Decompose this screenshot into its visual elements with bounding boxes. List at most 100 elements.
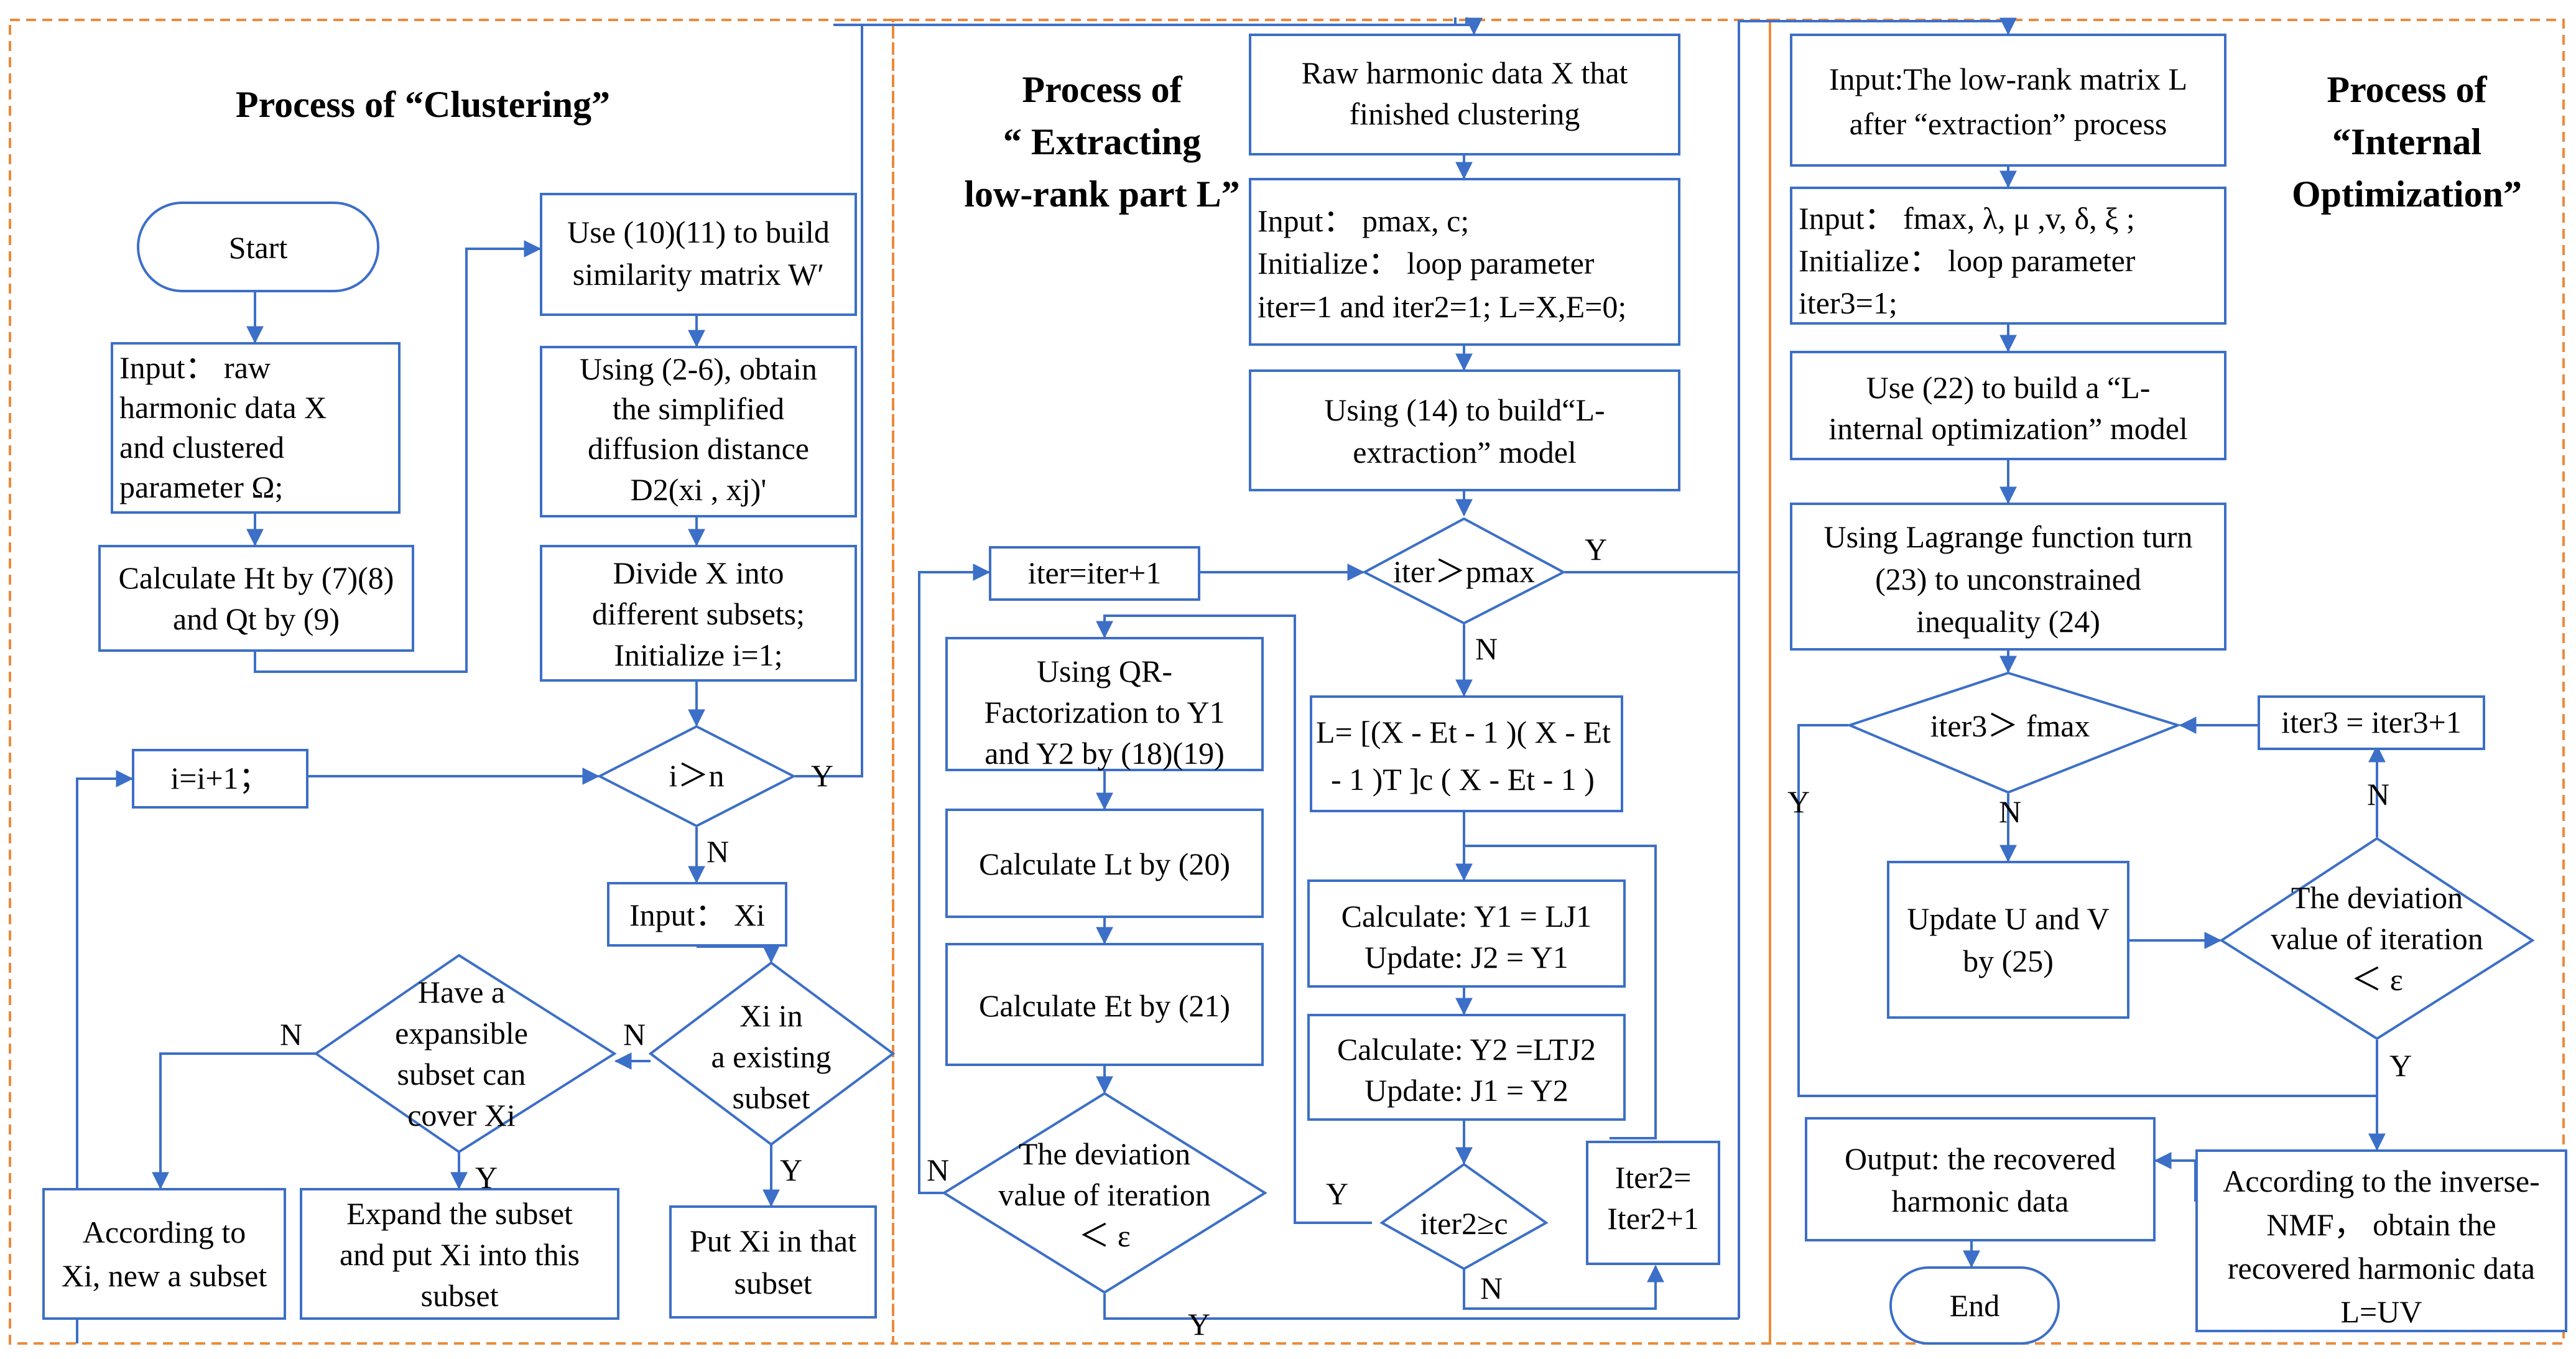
calculate-et-box: [945, 943, 1264, 1066]
update-uv-box: [1887, 861, 2129, 1019]
raw-input-line-3: and clustered: [119, 430, 284, 465]
i-greater-n-decision: [596, 725, 797, 828]
internal-model-line-2: internal optimization” model: [1828, 411, 2188, 446]
y2-update-box: [1307, 1014, 1626, 1121]
l-extraction-line-2: extraction” model: [1353, 435, 1577, 470]
internal-deviation-yes-label: Y: [2389, 1048, 2412, 1083]
lagrange-box: [1790, 503, 2226, 651]
extracting-section-border: [892, 19, 1771, 1345]
raw-clustered-data-box: [1249, 34, 1680, 155]
expansible-no-label: N: [280, 1017, 302, 1052]
internal-deviation-line-1: The deviation: [2291, 880, 2463, 915]
extracting-title-line-2: “ Extracting: [1003, 121, 1201, 162]
new-subset-line-2: Xi, new a subset: [62, 1258, 267, 1293]
xi-existing-line-3: subset: [733, 1080, 810, 1115]
l-formula-box: [1310, 695, 1623, 812]
iter3-no-label: N: [1999, 794, 2021, 829]
calculate-h-line-2: and Qt by (9): [173, 601, 340, 636]
iter2-increment-line-2: Iter2+1: [1607, 1201, 1699, 1236]
iter2-no-label: N: [1480, 1271, 1503, 1306]
expand-subset-line-1: Expand the subset: [346, 1196, 573, 1231]
inverse-nmf-line-1: According to the inverse-: [2223, 1164, 2540, 1199]
l-formula-line-1: L= [(X - Et - 1 )( X - Et: [1316, 715, 1611, 749]
divide-subsets-box: [540, 545, 857, 682]
internal-title-line-2: “Internal: [2332, 121, 2481, 162]
lagrange-line-2: (23) to unconstrained: [1875, 562, 2141, 596]
expand-subset-line-3: subset: [421, 1278, 499, 1313]
iter3-increment-box: [2258, 695, 2485, 750]
i-greater-n-label: i＞n: [669, 758, 725, 793]
xi-existing-line-2: a existing: [711, 1039, 831, 1074]
internal-section-border: [1769, 19, 2565, 1345]
diffusion-line-3: diffusion distance: [588, 431, 809, 466]
iter2-increment-line-1: Iter2=: [1615, 1160, 1692, 1195]
low-rank-input-line-1: Input:The low-rank matrix L: [1829, 62, 2187, 96]
start-terminator: [137, 202, 379, 292]
xi-existing-no-label: N: [623, 1017, 646, 1052]
lagrange-line-3: inequality (24): [1916, 604, 2100, 639]
qr-line-2: Factorization to Y1: [985, 695, 1225, 730]
new-subset-line-1: According to: [83, 1215, 246, 1250]
end-terminator: [1889, 1266, 2060, 1345]
y1-line-2: Update: J2 = Y1: [1364, 940, 1568, 975]
divide-line-3: Initialize i=1;: [614, 638, 782, 672]
low-rank-input-box: [1790, 34, 2226, 167]
xi-in-existing-decision: [648, 961, 896, 1146]
extract-params-line-2: Initialize： loop parameter: [1258, 246, 1595, 281]
expansible-line-4: cover Xi: [407, 1098, 516, 1133]
calculate-h-box: [98, 545, 414, 652]
extract-deviation-line-2: value of iteration: [998, 1177, 1211, 1212]
iter-greater-pmax-decision: [1361, 517, 1567, 625]
internal-model-line-1: Use (22) to build a “L-: [1866, 370, 2151, 405]
iter3-yes-label: Y: [1787, 784, 1810, 819]
extracting-title-line-1: Process of: [1022, 69, 1182, 110]
extract-params-line-1: Input： pmax, c;: [1258, 203, 1469, 238]
inverse-nmf-box: [2195, 1149, 2567, 1332]
lagrange-line-1: Using Lagrange function turn: [1824, 519, 2193, 554]
y2-line-2: Update: J1 = Y2: [1364, 1073, 1568, 1108]
extracting-title-line-3: low-rank part L”: [964, 174, 1239, 215]
similarity-line-2: similarity matrix W′: [573, 257, 824, 292]
output-box: [1805, 1117, 2156, 1241]
iter2-yes-label: Y: [1326, 1176, 1348, 1211]
similarity-line-1: Use (10)(11) to build: [567, 215, 830, 249]
input-xi-box: [607, 882, 787, 947]
expansible-yes-label: Y: [475, 1160, 498, 1195]
y2-line-1: Calculate: Y2 =LTJ2: [1337, 1032, 1596, 1067]
iter-pmax-label: iter＞pmax: [1393, 554, 1535, 589]
extract-params-line-3: iter=1 and iter2=1; L=X,E=0;: [1258, 289, 1626, 324]
xi-existing-yes-label: Y: [780, 1153, 802, 1187]
end-label: End: [1950, 1288, 2000, 1323]
internal-deviation-no-label: N: [2367, 777, 2389, 812]
low-rank-input-line-2: after “extraction” process: [1850, 106, 2167, 141]
similarity-matrix-box: [540, 193, 857, 316]
l-extraction-model-box: [1249, 369, 1680, 491]
diffusion-line-2: the simplified: [613, 391, 784, 426]
output-line-2: harmonic data: [1892, 1184, 2069, 1218]
diffusion-distance-box: [540, 346, 857, 517]
internal-deviation-decision: [2219, 837, 2535, 1041]
i-greater-n-yes-label: Y: [811, 758, 833, 793]
start-label: Start: [229, 230, 288, 265]
iter3-fmax-decision: [1846, 671, 2182, 794]
internal-deviation-line-2: value of iteration: [2271, 921, 2483, 956]
put-subset-line-1: Put Xi in that: [690, 1223, 856, 1258]
diffusion-line-1: Using (2-6), obtain: [580, 351, 817, 386]
raw-input-line-4: parameter Ω;: [119, 470, 283, 504]
expansible-line-3: subset can: [397, 1057, 526, 1092]
calculate-et-label: Calculate Et by (21): [979, 988, 1230, 1023]
raw-input-line-2: harmonic data X: [119, 390, 327, 425]
extract-deviation-decision: [942, 1092, 1267, 1294]
internal-params-line-3: iter3=1;: [1799, 285, 1897, 320]
i-greater-n-no-label: N: [707, 834, 729, 869]
inverse-nmf-line-2: NMF， obtain the: [2266, 1207, 2496, 1242]
internal-model-box: [1790, 351, 2226, 460]
pmax-yes-label: Y: [1585, 532, 1607, 567]
internal-title-line-1: Process of: [2327, 69, 2487, 110]
clustering-section-title: Process of “Clustering”: [236, 84, 610, 125]
raw-data-input-box: [111, 342, 401, 514]
iter2-increment-box: [1586, 1141, 1720, 1265]
input-xi-label: Input： Xi: [629, 897, 765, 932]
y1-line-1: Calculate: Y1 = LJ1: [1341, 899, 1592, 934]
extract-deviation-no-label: N: [927, 1153, 949, 1187]
